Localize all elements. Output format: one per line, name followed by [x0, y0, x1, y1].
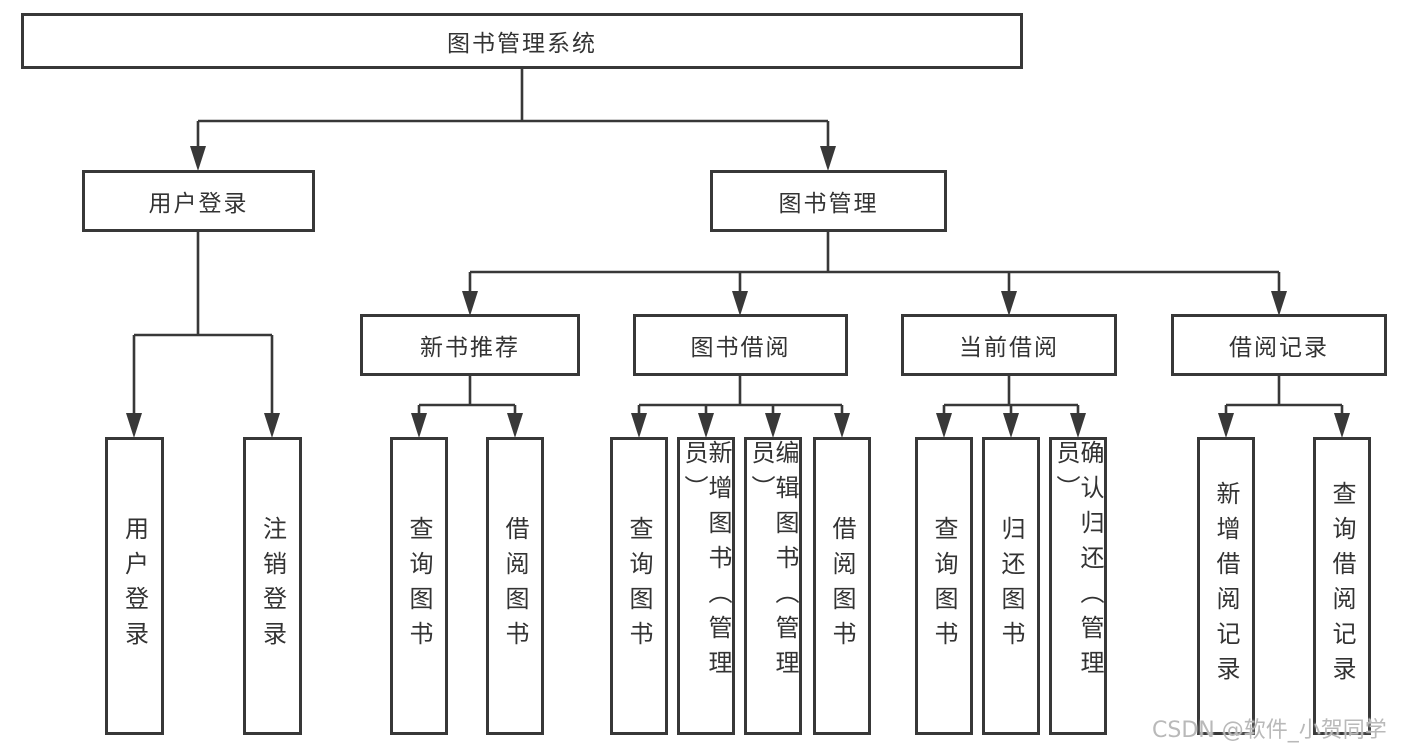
leaf-borrow-books-1: 借阅图书	[486, 437, 544, 735]
node-book-management: 图书管理	[710, 170, 947, 232]
leaf-add-borrow-record: 新增借阅记录	[1197, 437, 1255, 735]
leaf-borrow-books-1-label: 借阅图书	[501, 516, 529, 656]
node-current-borrow-label: 当前借阅	[959, 335, 1059, 361]
leaf-query-borrow-record: 查询借阅记录	[1313, 437, 1371, 735]
leaf-confirm-return-admin: 确认归还（管理员）	[1049, 437, 1107, 735]
leaf-borrow-books-2: 借阅图书	[813, 437, 871, 735]
leaf-edit-books-admin: 编辑图书（管理员）	[744, 437, 802, 735]
leaf-query-borrow-record-label: 查询借阅记录	[1328, 481, 1356, 691]
leaf-query-books-1: 查询图书	[390, 437, 448, 735]
leaf-logout-label: 注销登录	[258, 516, 287, 656]
leaf-query-books-1-label: 查询图书	[405, 516, 433, 656]
connector-book-mgmt-split	[468, 232, 1281, 293]
leaf-query-books-3: 查询图书	[915, 437, 973, 735]
leaf-query-books-3-label: 查询图书	[930, 516, 958, 656]
leaf-confirm-return-admin-label: 确认归还（管理员）	[1052, 440, 1104, 685]
leaf-add-books-admin-label: 新增图书（管理员）	[680, 440, 732, 685]
node-new-book-recommend-label: 新书推荐	[420, 335, 520, 361]
leaf-logout: 注销登录	[243, 437, 302, 735]
leaf-query-books-2-label: 查询图书	[625, 516, 653, 656]
connector-user-login-split	[132, 232, 274, 415]
leaf-return-books-label: 归还图书	[997, 516, 1025, 656]
node-root-label: 图书管理系统	[447, 31, 597, 57]
connector-new-book-split	[417, 376, 517, 415]
node-new-book-recommend: 新书推荐	[360, 314, 580, 376]
leaf-return-books: 归还图书	[982, 437, 1040, 735]
leaf-borrow-books-2-label: 借阅图书	[828, 516, 856, 656]
leaf-add-books-admin: 新增图书（管理员）	[677, 437, 735, 735]
node-user-login-group: 用户登录	[82, 170, 315, 232]
connector-root-split	[196, 68, 830, 148]
connector-borrow-records-split	[1224, 376, 1344, 415]
connector-current-borrow-split	[942, 376, 1080, 415]
node-book-borrow: 图书借阅	[633, 314, 848, 376]
connector-book-borrow-split	[637, 376, 844, 415]
node-user-login-group-label: 用户登录	[148, 191, 249, 217]
node-borrow-records-label: 借阅记录	[1229, 335, 1329, 361]
arrowhead-icons	[126, 146, 1350, 438]
leaf-add-borrow-record-label: 新增借阅记录	[1212, 481, 1240, 691]
leaf-edit-books-admin-label: 编辑图书（管理员）	[747, 440, 799, 685]
leaf-query-books-2: 查询图书	[610, 437, 668, 735]
node-borrow-records: 借阅记录	[1171, 314, 1387, 376]
leaf-user-login-label: 用户登录	[120, 516, 149, 656]
node-current-borrow: 当前借阅	[901, 314, 1117, 376]
node-root: 图书管理系统	[21, 13, 1023, 69]
leaf-user-login: 用户登录	[105, 437, 164, 735]
csdn-watermark: CSDN @软件_小贺同学	[1152, 718, 1387, 743]
node-book-management-label: 图书管理	[778, 191, 879, 217]
node-book-borrow-label: 图书借阅	[690, 335, 791, 361]
